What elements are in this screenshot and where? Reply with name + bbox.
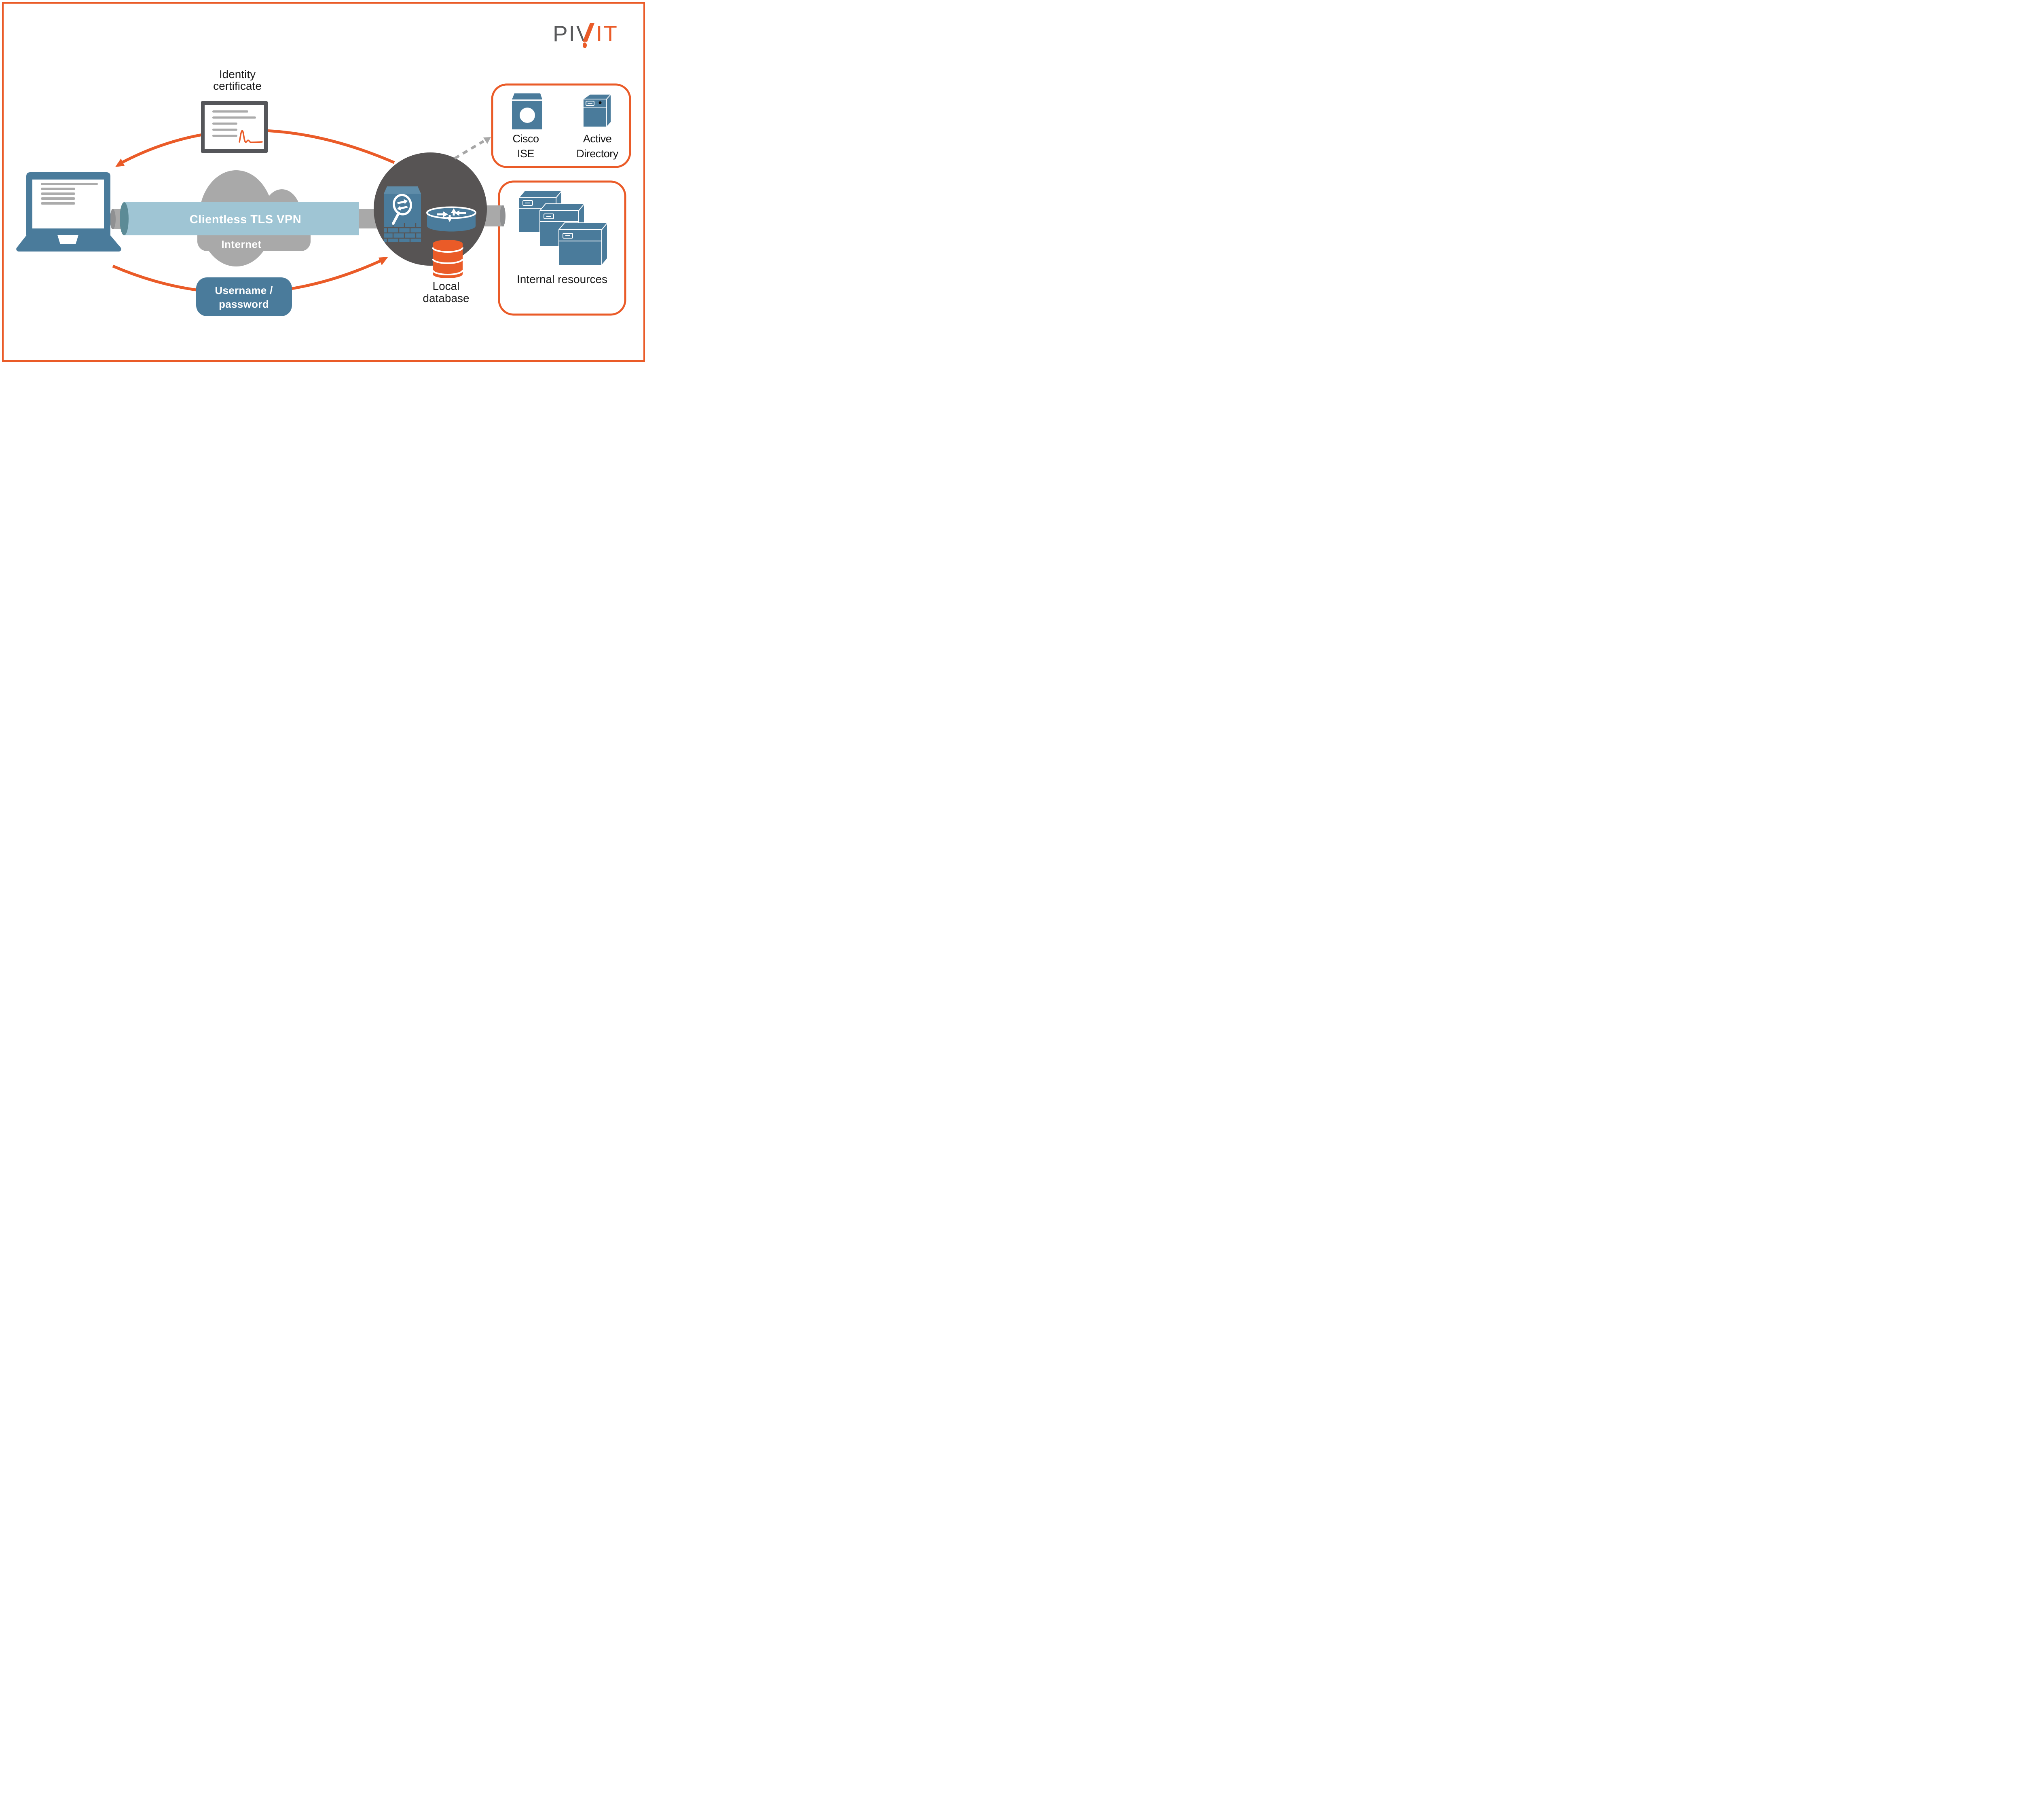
vpn-diagram: PIV IT Clientless TLS VPN Internet bbox=[2, 2, 645, 362]
active-directory-label-line2: Directory bbox=[576, 148, 619, 160]
server-icon bbox=[558, 222, 608, 266]
identity-services-group: Cisco ISE Active Directory bbox=[491, 83, 631, 168]
logo-slash-icon bbox=[583, 23, 594, 42]
cisco-ise-label-line1: Cisco bbox=[512, 133, 539, 145]
cisco-ise-label: Cisco ISE bbox=[512, 133, 539, 160]
active-directory-label: Active Directory bbox=[576, 133, 619, 160]
certificate-icon bbox=[201, 101, 268, 153]
username-password-label-line1: Username / bbox=[215, 284, 273, 296]
arrowhead-icon bbox=[115, 159, 125, 167]
cisco-ise-label-line2: ISE bbox=[517, 148, 534, 160]
arrowhead-icon bbox=[379, 257, 388, 265]
ad-icon-dot bbox=[599, 101, 602, 104]
database-icon bbox=[432, 240, 463, 278]
internal-resources-label: Internal resources bbox=[517, 273, 607, 285]
vpn-tunnel-label: Clientless TLS VPN bbox=[190, 213, 302, 226]
server-stack-icon bbox=[518, 190, 608, 266]
active-directory-icon bbox=[583, 94, 611, 127]
username-password-pill: Username / password bbox=[196, 277, 292, 316]
firewall-icon bbox=[384, 186, 421, 242]
inspection-magnifier-icon bbox=[391, 194, 412, 225]
security-gateway-group bbox=[374, 152, 487, 266]
laptop-icon bbox=[16, 172, 121, 252]
signature-icon bbox=[239, 130, 263, 143]
diagram-canvas: PIV IT Clientless TLS VPN Internet bbox=[0, 0, 647, 364]
cisco-ise-icon bbox=[512, 93, 542, 129]
logo-text-gray: PIV bbox=[553, 21, 592, 46]
local-database-label-line2: database bbox=[423, 292, 469, 304]
logo-dot-icon bbox=[583, 42, 587, 48]
brick-pattern bbox=[384, 223, 421, 242]
internet-label: Internet bbox=[221, 238, 261, 250]
local-database-label-line1: Local bbox=[433, 280, 460, 292]
identity-certificate-label-line1: Identity bbox=[219, 68, 256, 80]
router-icon bbox=[426, 206, 476, 232]
dashed-arrow-icon bbox=[454, 137, 491, 160]
identity-certificate-label-line2: certificate bbox=[213, 80, 262, 92]
active-directory-label-line1: Active bbox=[583, 133, 612, 145]
logo-text-orange: IT bbox=[596, 21, 618, 46]
vpn-tunnel-icon: Clientless TLS VPN bbox=[120, 202, 359, 235]
arrowhead-icon bbox=[483, 137, 491, 144]
touchpad bbox=[57, 235, 78, 244]
local-database-label: Local database bbox=[423, 280, 469, 304]
router-arrows bbox=[437, 208, 466, 222]
identity-certificate-label: Identity certificate bbox=[213, 68, 262, 92]
username-password-label-line2: password bbox=[219, 298, 269, 310]
page-border bbox=[2, 2, 645, 362]
pivit-logo: PIV IT bbox=[553, 21, 618, 48]
